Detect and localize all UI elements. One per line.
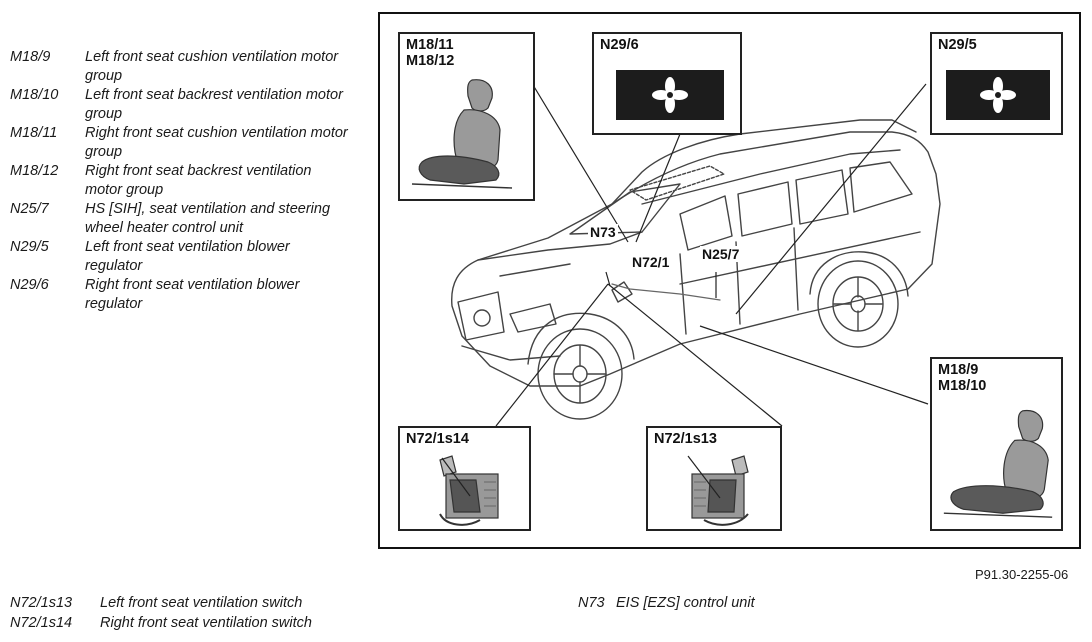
label-n73: N73 [588,224,618,240]
callout-left-seat-motors: M18/9 M18/10 [930,357,1063,531]
vehicle-illustration [451,79,941,427]
label-n25-7: N25/7 [700,246,742,262]
callout-right-seat-motors: M18/11 M18/12 [398,32,535,201]
callout-title: N72/1s14 [406,431,469,447]
callout-blower-regulator-n29-5: N29/5 [930,32,1063,135]
callout-title: N72/1s13 [654,431,717,447]
car-seat-icon [943,409,1053,518]
component-location-diagram: M18/11 M18/12 N29/6 [378,12,1081,549]
seat-switch-icon [687,455,749,526]
callout-blower-regulator-n29-6: N29/6 [592,32,742,135]
label-n72-1: N72/1 [630,254,672,270]
callout-switch-n72-1s13: N72/1s13 [646,426,782,531]
figure-id: P91.30-2255-06 [975,567,1069,582]
callout-title: M18/11 M18/12 [406,37,455,69]
callout-title: M18/9 M18/10 [938,362,987,394]
car-seat-icon [411,79,513,189]
callout-title: N29/6 [600,37,639,53]
fan-icon [946,70,1050,120]
callout-title: N29/5 [938,37,977,53]
fan-icon [616,70,724,120]
callout-switch-n72-1s14: N72/1s14 [398,426,531,531]
seat-switch-icon [439,455,499,526]
